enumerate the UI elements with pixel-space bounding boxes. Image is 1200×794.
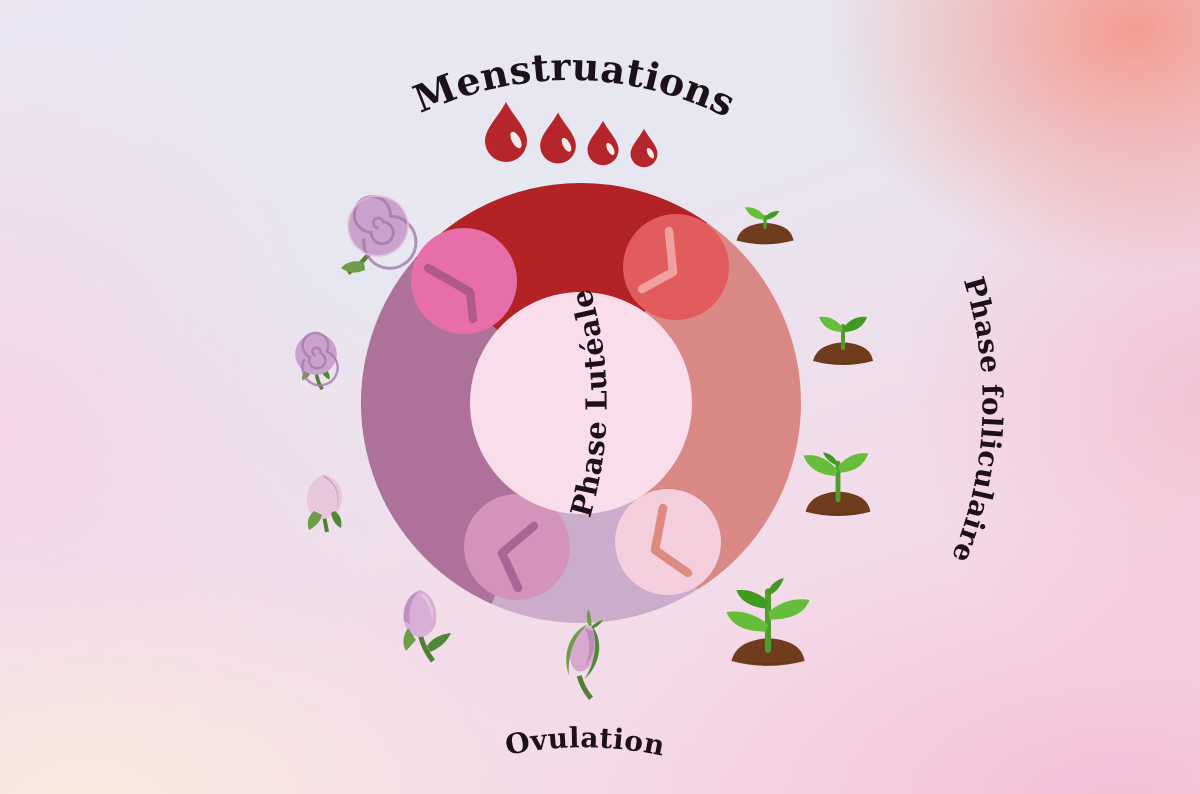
seedling-stage-4-icon	[726, 578, 810, 666]
seedling-stage-1-icon	[736, 207, 794, 245]
closed-bud-icon	[566, 609, 604, 700]
label-ovulation: Ovulation	[503, 721, 668, 763]
blood-drop-icon	[587, 120, 619, 166]
clock-top-right	[623, 214, 729, 320]
blood-drop-icon	[630, 128, 658, 168]
blood-drops	[485, 102, 658, 168]
rose-medium-icon	[295, 331, 339, 391]
clock-hands-icon	[497, 521, 539, 593]
seedling-stage-2-icon	[813, 316, 873, 365]
clock-face	[411, 228, 517, 334]
tulip-bud-icon	[403, 590, 451, 663]
label-menstruations: Menstruations	[407, 44, 742, 126]
clock-bottom-right	[615, 489, 721, 595]
clock-hands-icon	[423, 263, 478, 324]
clock-bottom-left	[464, 494, 570, 600]
label-phase-folliculaire: Phase folliculaire	[945, 273, 1009, 568]
blood-drop-icon	[540, 112, 576, 164]
rose-closing-bud-icon	[306, 474, 343, 533]
clock-hands-icon	[650, 503, 693, 578]
clock-top-left	[411, 228, 517, 334]
seedling-stage-3-icon	[803, 452, 871, 517]
clock-face	[464, 494, 570, 600]
ring-inner-disc	[470, 292, 692, 514]
clock-hands-icon	[637, 226, 678, 294]
rose-bloom-icon	[341, 195, 418, 275]
blood-drop-icon	[485, 102, 527, 162]
clock-face	[615, 489, 721, 595]
